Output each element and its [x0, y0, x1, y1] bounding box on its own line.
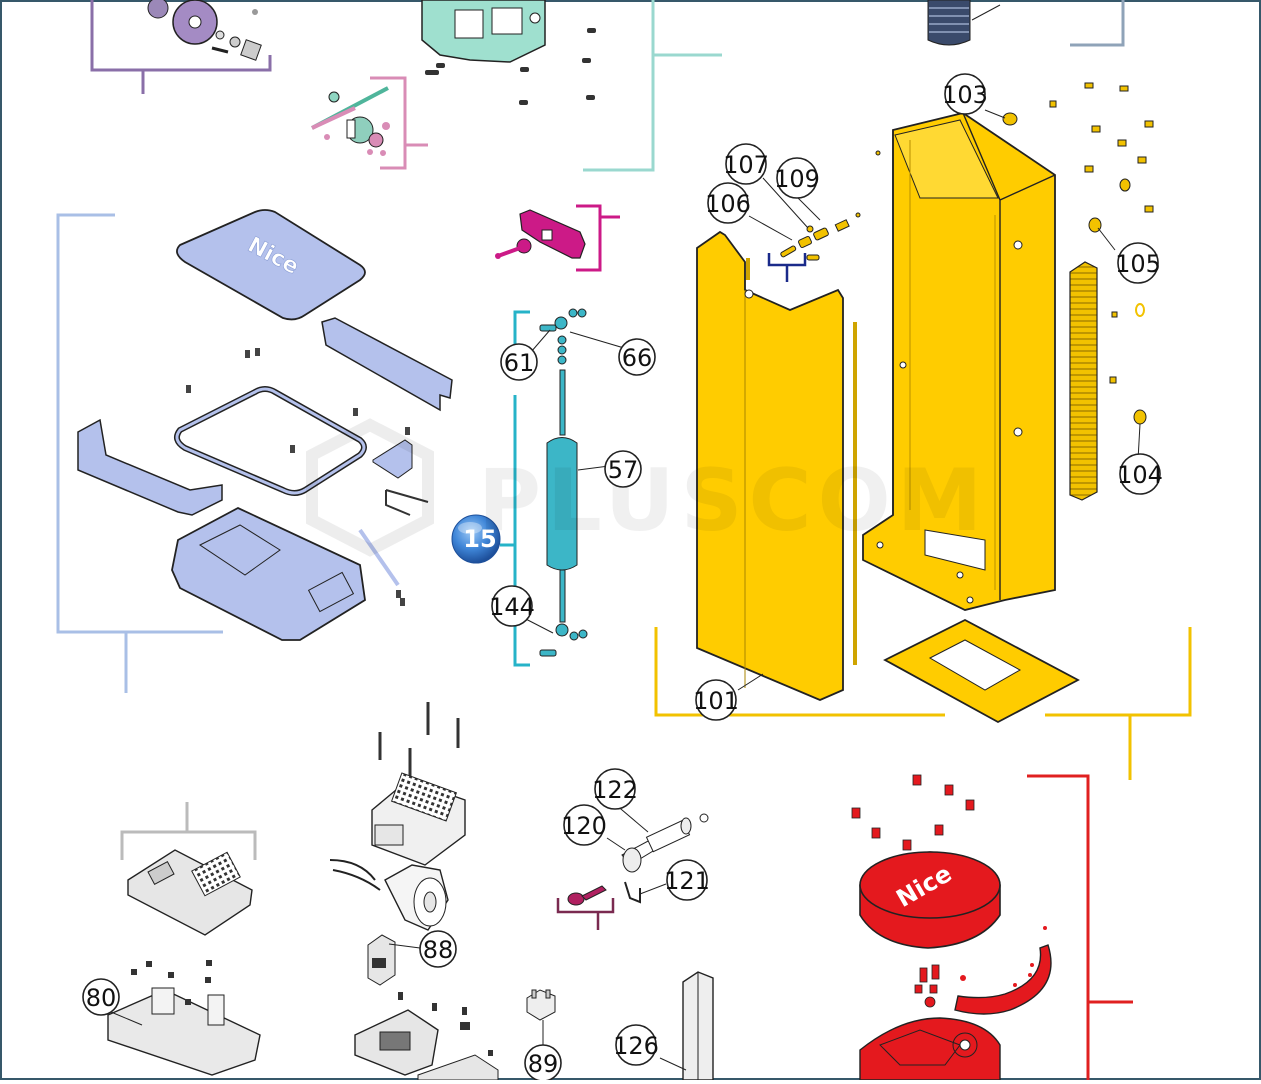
- control-board-assembly: [107, 802, 261, 1076]
- part-callout-circle: [666, 859, 708, 901]
- part-callout-number: 120: [561, 812, 607, 840]
- part-callout-121[interactable]: 121: [664, 859, 710, 901]
- part-callout-number: 103: [942, 81, 988, 109]
- part-callout-number: 104: [1117, 461, 1163, 489]
- part-callout-circle: [944, 73, 986, 115]
- part-callout-circle: [82, 978, 120, 1016]
- part-callout-number: 89: [528, 1050, 559, 1078]
- part-callout-number: 126: [613, 1032, 659, 1060]
- part-callout-number: 109: [774, 165, 820, 193]
- part-callout-105[interactable]: 105: [1115, 242, 1161, 284]
- part-callout-circle: [419, 930, 457, 968]
- part-callout-circle: [594, 768, 636, 810]
- part-callout-circle: [500, 343, 538, 381]
- top-cap-assembly-red: Nice: [851, 774, 1133, 1081]
- part-callout-circle: [725, 143, 767, 185]
- gear-assembly-top-left: [90, 0, 272, 94]
- profile-extrusion-126: [659, 971, 714, 1081]
- part-callout-number: 101: [693, 687, 739, 715]
- part-callout-number: 57: [608, 456, 639, 484]
- pluscom-watermark: PLUSCOM: [306, 418, 988, 557]
- motor-housing-top: [421, 0, 722, 172]
- part-callout-number: 66: [622, 344, 653, 372]
- part-callout-circle: [491, 585, 533, 627]
- part-callout-144[interactable]: 144: [489, 585, 535, 627]
- part-callout-number: 88: [423, 936, 454, 964]
- part-callout-109[interactable]: 109: [774, 157, 820, 199]
- part-callout-80[interactable]: 80: [82, 978, 120, 1016]
- cap-part-89: [526, 989, 556, 1048]
- part-callout-66[interactable]: 66: [618, 338, 656, 376]
- part-callout-122[interactable]: 122: [592, 768, 638, 810]
- part-callout-number: 121: [664, 867, 710, 895]
- part-callout-57[interactable]: 57: [604, 450, 642, 488]
- part-callout-103[interactable]: 103: [942, 73, 988, 115]
- part-callout-number: 105: [1115, 250, 1161, 278]
- part-callout-126[interactable]: 126: [613, 1024, 659, 1066]
- part-callout-61[interactable]: 61: [500, 343, 538, 381]
- part-callout-circle: [776, 157, 818, 199]
- part-callout-88[interactable]: 88: [419, 930, 457, 968]
- part-callout-circle: [1117, 242, 1159, 284]
- part-callout-circle: [618, 338, 656, 376]
- part-callout-number: 80: [86, 984, 117, 1012]
- part-callout-number: 107: [723, 151, 769, 179]
- part-callout-number: 61: [504, 349, 535, 377]
- group-15-badge-label: 15: [463, 525, 496, 553]
- pink-gear-subassembly: [311, 76, 428, 170]
- part-callout-106[interactable]: 106: [705, 182, 751, 224]
- release-key-assembly: [556, 803, 709, 930]
- transformer-assembly: [329, 702, 499, 1081]
- group-15-badge[interactable]: 15: [451, 514, 501, 564]
- part-callout-89[interactable]: 89: [524, 1044, 562, 1082]
- cover-assembly-left: Nice: [56, 209, 453, 693]
- part-callout-number: 144: [489, 593, 535, 621]
- balancing-spring-assembly: [500, 308, 652, 667]
- part-callout-circle: [615, 1024, 657, 1066]
- part-callout-circle: [604, 450, 642, 488]
- part-callout-circle: [563, 804, 605, 846]
- spring-cylinder-top-right: [927, 0, 1125, 47]
- release-lever-magenta: [495, 204, 620, 272]
- watermark-text: PLUSCOM: [478, 451, 988, 551]
- part-callout-107[interactable]: 107: [723, 143, 769, 185]
- part-callout-number: 122: [592, 776, 638, 804]
- part-callout-101[interactable]: 101: [693, 679, 739, 721]
- part-callout-120[interactable]: 120: [561, 804, 607, 846]
- part-callout-number: 106: [705, 190, 751, 218]
- part-callout-circle: [695, 679, 737, 721]
- part-callout-104[interactable]: 104: [1117, 453, 1163, 495]
- part-callout-circle: [707, 182, 749, 224]
- cabinet-assembly-yellow: [654, 82, 1192, 780]
- part-callout-circle: [1119, 453, 1161, 495]
